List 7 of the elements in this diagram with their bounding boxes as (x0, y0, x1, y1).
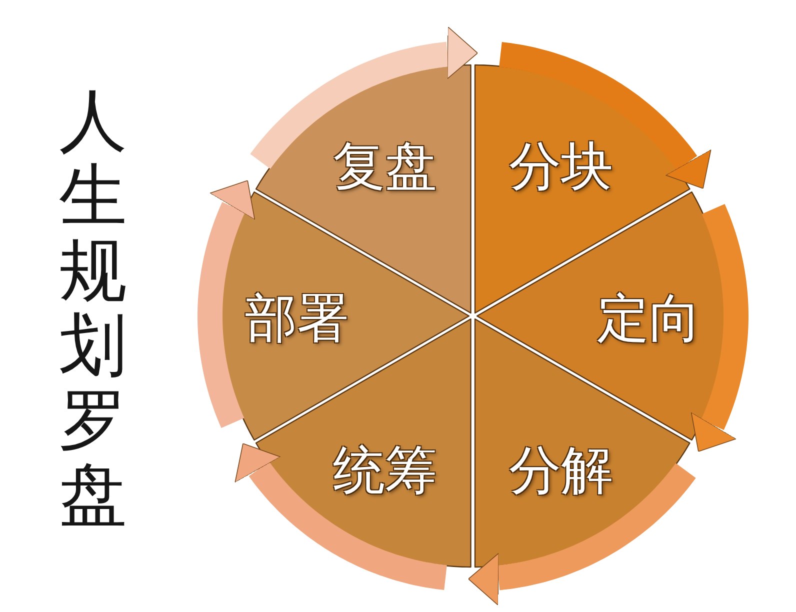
sector-label: 复盘 (332, 138, 437, 198)
sector-label: 定向 (597, 290, 701, 350)
sector-label: 统筹 (332, 442, 437, 502)
sector-label: 分解 (509, 442, 613, 502)
sector-label: 分块 (509, 138, 613, 198)
sector-label: 部署 (245, 290, 349, 350)
vertical-title: 人生规划罗盘 (59, 85, 127, 534)
